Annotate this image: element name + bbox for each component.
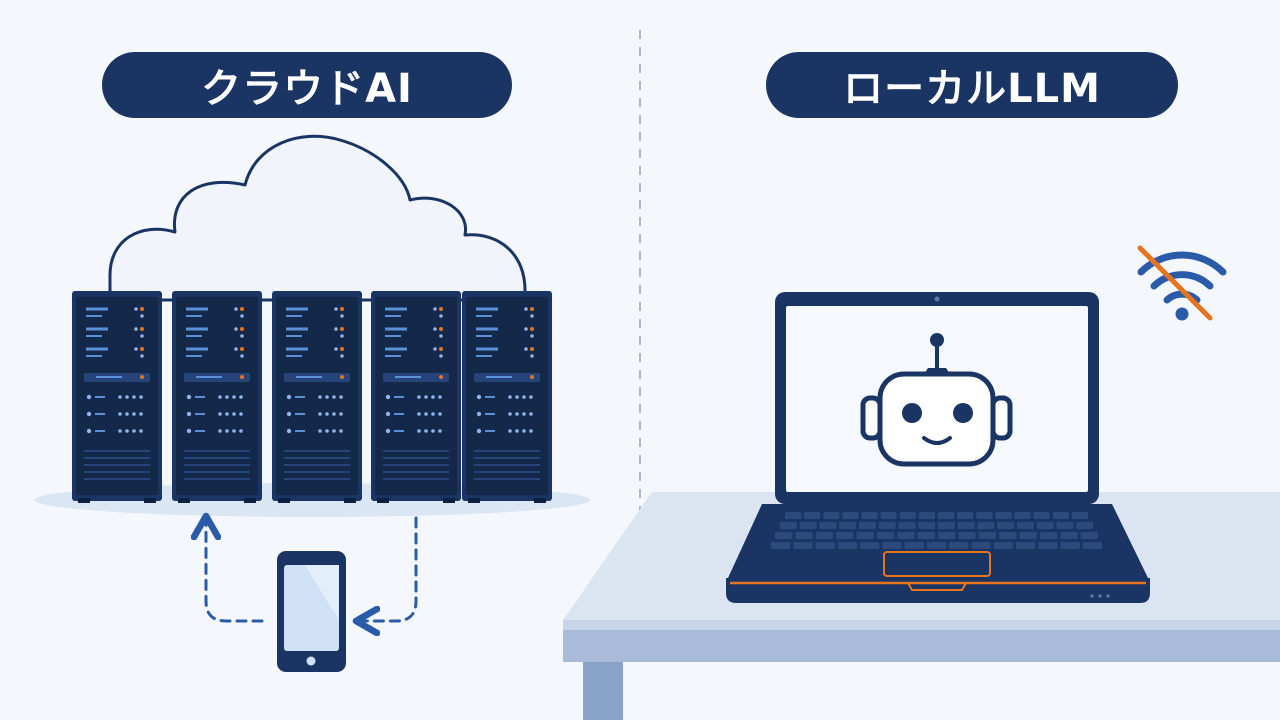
arrow-phone-to-cloud (206, 522, 264, 623)
server-rack-icon (462, 291, 552, 503)
local-llm-title-text: ローカルLLM (843, 66, 1101, 112)
server-rack-icon (72, 291, 162, 503)
trackpad (883, 551, 991, 577)
cloud-ai-title-text: クラウドAI (201, 66, 413, 112)
server-rack-icon (172, 291, 262, 503)
wifi-off-icon (1137, 245, 1227, 321)
arrow-cloud-to-phone (362, 516, 418, 621)
keyboard (771, 512, 1102, 549)
cloud-icon (108, 134, 527, 302)
local-llm-title: ローカルLLM (766, 52, 1178, 118)
smartphone-icon (277, 551, 346, 672)
server-rack-group (72, 291, 552, 503)
robot-icon (860, 333, 1013, 467)
server-rack-icon (371, 291, 461, 503)
cloud-ai-title: クラウドAI (102, 52, 512, 118)
server-rack-icon (272, 291, 362, 503)
